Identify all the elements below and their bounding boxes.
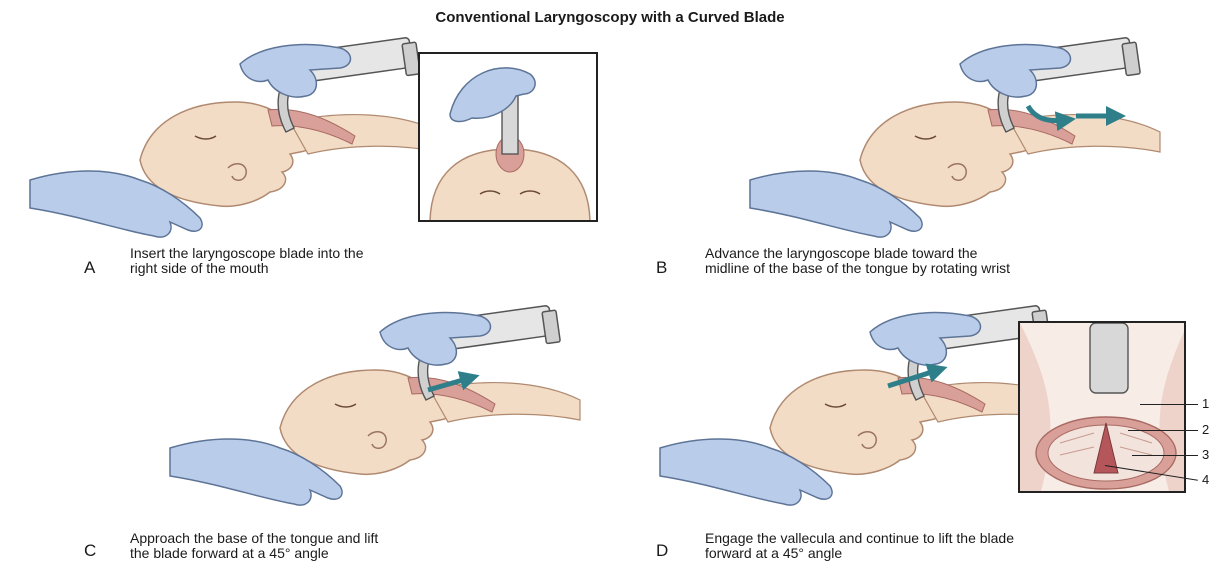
caption-b-line-1: Advance the laryngoscope blade toward th… bbox=[705, 246, 1010, 261]
panel-letter-d: D bbox=[656, 541, 668, 561]
inset-label-1: 1 bbox=[1202, 396, 1209, 411]
laryngoscopy-illustration-d bbox=[770, 308, 1020, 518]
inset-label-4: 4 bbox=[1202, 472, 1209, 487]
leader-line-2 bbox=[1128, 430, 1198, 431]
caption-c-line-1: Approach the base of the tongue and lift bbox=[130, 531, 378, 546]
caption-a: Insert the laryngoscope blade into the r… bbox=[130, 246, 364, 276]
frontal-intubation-illustration bbox=[420, 54, 598, 222]
inset-label-2: 2 bbox=[1202, 422, 1209, 437]
panel-d bbox=[770, 308, 1020, 518]
panel-letter-b: B bbox=[656, 258, 667, 278]
laryngoscopy-illustration-b bbox=[860, 40, 1160, 250]
caption-a-line-2: right side of the mouth bbox=[130, 261, 364, 276]
laryngoscopy-illustration-c bbox=[280, 308, 580, 518]
figure-title: Conventional Laryngoscopy with a Curved … bbox=[0, 9, 1220, 26]
caption-c: Approach the base of the tongue and lift… bbox=[130, 531, 378, 561]
caption-c-line-2: the blade forward at a 45° angle bbox=[130, 546, 378, 561]
caption-d: Engage the vallecula and continue to lif… bbox=[705, 531, 1014, 561]
caption-b-line-2: midline of the base of the tongue by rot… bbox=[705, 261, 1010, 276]
laryngoscopy-illustration-a bbox=[140, 40, 440, 250]
caption-a-line-1: Insert the laryngoscope blade into the bbox=[130, 246, 364, 261]
panel-b bbox=[860, 40, 1160, 250]
inset-glottis-view bbox=[1018, 321, 1186, 493]
inset-label-3: 3 bbox=[1202, 447, 1209, 462]
leader-line-3 bbox=[1132, 455, 1198, 456]
caption-b: Advance the laryngoscope blade toward th… bbox=[705, 246, 1010, 276]
leader-line-1 bbox=[1140, 404, 1198, 405]
inset-frontal-view bbox=[418, 52, 598, 222]
caption-d-line-1: Engage the vallecula and continue to lif… bbox=[705, 531, 1014, 546]
panel-letter-a: A bbox=[84, 258, 95, 278]
caption-d-line-2: forward at a 45° angle bbox=[705, 546, 1014, 561]
glottis-illustration bbox=[1020, 323, 1186, 493]
panel-letter-c: C bbox=[84, 541, 96, 561]
panel-a bbox=[140, 40, 440, 250]
panel-c bbox=[280, 308, 580, 518]
